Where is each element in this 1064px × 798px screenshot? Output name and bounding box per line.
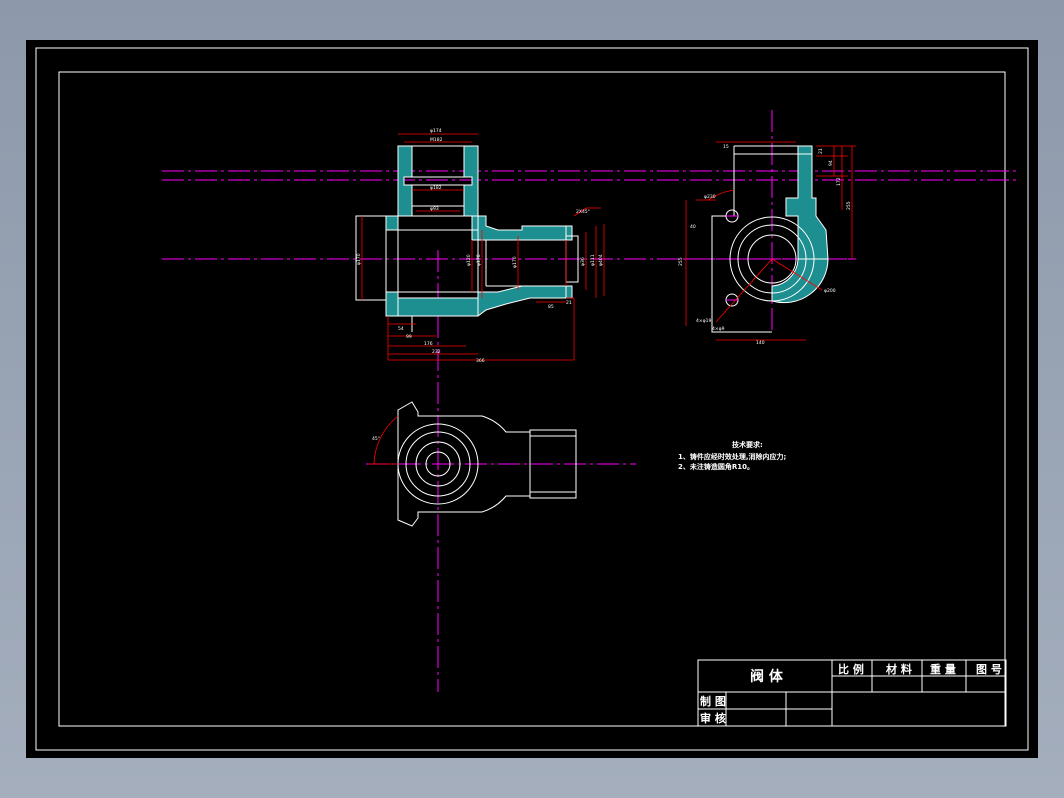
dim-top-angle: 45°: [372, 436, 380, 442]
dim-side-d4: 172: [836, 177, 842, 186]
body-bore-outline: [397, 215, 479, 317]
dim-b5: 366: [476, 358, 485, 364]
dim-left: φ170: [356, 253, 362, 265]
dim-side-d5: 255: [846, 201, 852, 210]
cad-viewport[interactable]: φ174 M182 φ182 φ93 φ170 φ120 φ178 φ170 φ…: [26, 40, 1038, 758]
dim-b4: 232: [432, 349, 441, 355]
dim-side-d7: 40: [690, 224, 696, 230]
tb-row-drafted: 制 图: [700, 694, 726, 708]
notes-heading: 技术要求:: [732, 440, 763, 449]
side-mid-circle: [737, 224, 807, 294]
side-hatch-upper: [785, 145, 829, 260]
dim-side-d9: φ200: [824, 288, 836, 294]
dim-b3: 176: [424, 341, 433, 347]
side-body-left: [711, 146, 772, 333]
hatch-upper-left: [385, 145, 413, 231]
dim-top1: φ174: [430, 128, 442, 134]
dim-side-d2: 21: [818, 148, 824, 154]
dim-side-d1: 15: [723, 144, 729, 150]
dim-side-d12: 4×φ9: [712, 326, 725, 332]
tb-col-scale: 比 例: [838, 662, 864, 676]
side-hatch-round: [771, 258, 829, 304]
title-block: 阀 体 比 例 材 料 重 量 图 号 制 图 审 核: [697, 659, 1007, 727]
dim-bore: φ182: [430, 185, 442, 191]
front-view: φ174 M182 φ182 φ93 φ170 φ120 φ178 φ170 φ…: [162, 128, 1016, 692]
side-outer-circle: [729, 216, 815, 302]
left-flange: [355, 215, 387, 301]
dim-neck: φ93: [430, 206, 439, 212]
hatch-lower: [385, 285, 567, 317]
dim-mid3: φ170: [512, 256, 518, 268]
dim-pipe1: φ36: [580, 257, 586, 266]
body-top-outline: [398, 145, 479, 216]
inner-border: [58, 71, 1006, 727]
side-view: 15 21 94 172 255 255 40 140 φ200 φ230 4×…: [678, 110, 856, 346]
dim-mid: φ120: [466, 254, 472, 266]
top-view: 45°: [366, 401, 636, 527]
dim-side-d8: 140: [756, 340, 765, 346]
side-dimension-lines: [685, 141, 856, 341]
note-item-2: 2、未注铸造圆角R10。: [678, 462, 754, 471]
dim-r2: 21: [566, 300, 572, 306]
hatch-pipe-top: [565, 225, 573, 241]
dim-r1: 85: [548, 304, 554, 310]
dim-side-d10: φ230: [704, 194, 716, 200]
tb-row-checked: 审 核: [700, 711, 726, 725]
side-inner-circle: [747, 234, 797, 284]
note-item-1: 1、铸件应经时效处理,消除内应力;: [678, 452, 787, 461]
top-pipe-end: [529, 429, 577, 499]
top-inner-circle: [415, 441, 461, 487]
tb-col-material: 材 料: [886, 662, 912, 676]
top-angle-arc: [373, 415, 399, 465]
dim-pipe2: φ111: [590, 254, 596, 266]
dim-side-d11: 4×φ19: [696, 318, 711, 324]
top-mid-circle: [405, 431, 471, 497]
hatch-upper-right: [463, 145, 567, 241]
technical-notes: 技术要求: 1、铸件应经时效处理,消除内应力; 2、未注铸造圆角R10。: [678, 440, 787, 471]
outer-border: [35, 47, 1029, 751]
dim-side-d3: 94: [828, 160, 834, 166]
dim-top2: M182: [430, 137, 443, 143]
dim-chamfer: 2X45°: [576, 209, 590, 215]
hatch-pipe-bottom: [565, 285, 573, 299]
dim-pipe3: φ404: [598, 254, 604, 266]
drawing-sheet: φ174 M182 φ182 φ93 φ170 φ120 φ178 φ170 φ…: [35, 47, 1029, 751]
tb-col-weight: 重 量: [930, 662, 956, 676]
dim-b1: 54: [398, 326, 404, 332]
dim-b2: 99: [406, 334, 412, 340]
part-name: 阀 体: [750, 668, 784, 685]
front-dimension-lines: [361, 133, 605, 361]
dim-mid2: φ178: [476, 254, 482, 266]
top-bore-circle: [425, 451, 451, 477]
dim-side-d6: 255: [678, 257, 684, 266]
tb-col-drawing-no: 图 号: [976, 663, 1002, 676]
